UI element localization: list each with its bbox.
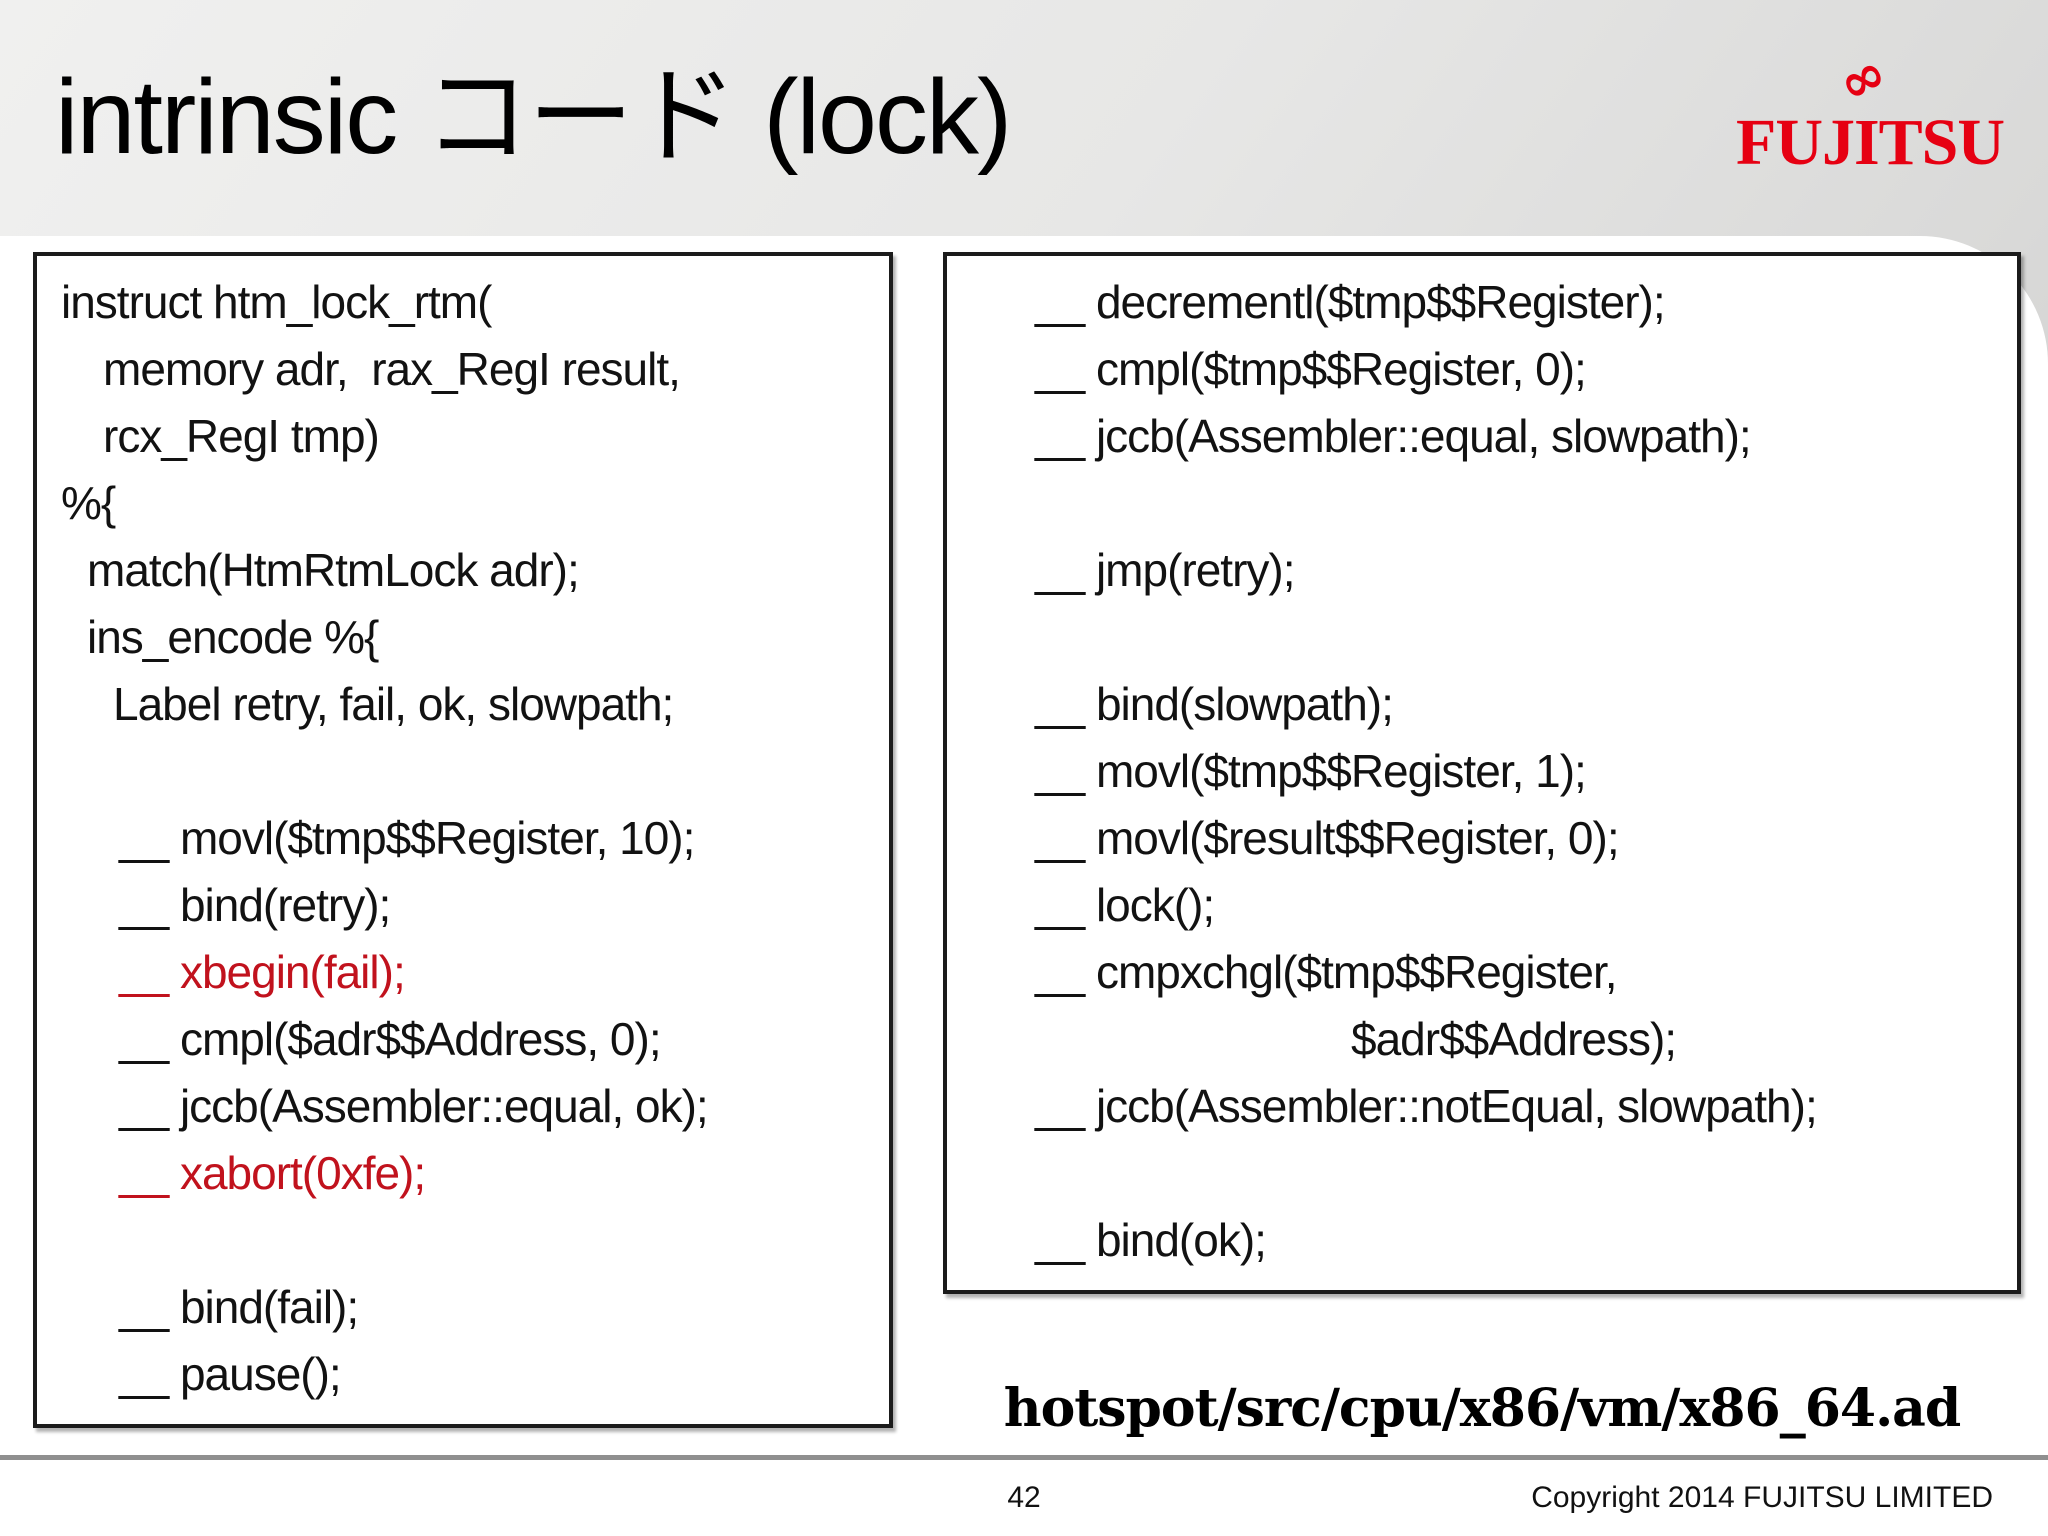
code-box-right: __ decrementl($tmp$$Register); __ cmpl($t… bbox=[943, 252, 2021, 1294]
code-line: __ cmpl($tmp$$Register, 0); bbox=[1035, 343, 1587, 395]
code-line: __ jccb(Assembler::equal, ok); bbox=[119, 1080, 709, 1132]
code-line: ins_encode %{ bbox=[87, 611, 379, 663]
code-line: $adr$$Address); bbox=[1351, 1013, 1677, 1065]
page-number: 42 bbox=[1007, 1481, 1041, 1514]
code-line: __ movl($tmp$$Register, 10); bbox=[119, 812, 695, 864]
fujitsu-infinity-icon: ∞ bbox=[1827, 40, 1897, 117]
page-title: intrinsic コード (lock) bbox=[55, 58, 1012, 176]
code-line: __ xbegin(fail); bbox=[119, 946, 406, 998]
code-line: match(HtmRtmLock adr); bbox=[87, 544, 580, 596]
code-line: rcx_RegI tmp) bbox=[103, 410, 380, 462]
code-line: __ xabort(0xfe); bbox=[119, 1147, 426, 1199]
code-box-left: instruct htm_lock_rtm(memory adr, rax_Re… bbox=[33, 252, 893, 1428]
code-line: __ bind(slowpath); bbox=[1035, 678, 1394, 730]
source-file-path: hotspot/src/cpu/x86/vm/x86_64.ad bbox=[1003, 1378, 1961, 1439]
code-line: instruct htm_lock_rtm( bbox=[61, 276, 492, 328]
code-line bbox=[947, 470, 2017, 537]
code-line: __ jccb(Assembler::equal, slowpath); bbox=[1035, 410, 1752, 462]
code-line: __ cmpxchgl($tmp$$Register, bbox=[1035, 946, 1618, 998]
code-line: __ lock(); bbox=[1035, 879, 1215, 931]
code-line: __ decrementl($tmp$$Register); bbox=[1035, 276, 1666, 328]
code-line: %{ bbox=[61, 477, 116, 529]
code-line: __ bind(ok); bbox=[1035, 1214, 1267, 1266]
fujitsu-logo-text: FUJITSU bbox=[1736, 106, 2005, 179]
code-line: __ movl($tmp$$Register, 1); bbox=[1035, 745, 1587, 797]
copyright-text: Copyright 2014 FUJITSU LIMITED bbox=[1531, 1481, 1993, 1514]
code-line bbox=[37, 1207, 889, 1274]
code-line: memory adr, rax_RegI result, bbox=[103, 343, 681, 395]
code-line: Label retry, fail, ok, slowpath; bbox=[113, 678, 674, 730]
code-line: __ cmpl($adr$$Address, 0); bbox=[119, 1013, 662, 1065]
code-line: __ jmp(retry); bbox=[1035, 544, 1295, 596]
fujitsu-logo: ∞ FUJITSU bbox=[1736, 40, 2005, 196]
code-line: __ jccb(Assembler::notEqual, slowpath); bbox=[1035, 1080, 1818, 1132]
code-line: __ pause(); bbox=[119, 1348, 342, 1400]
code-line bbox=[947, 1140, 2017, 1207]
footer-divider bbox=[0, 1455, 2048, 1460]
code-line bbox=[947, 604, 2017, 671]
code-line: __ bind(retry); bbox=[119, 879, 391, 931]
code-line bbox=[37, 738, 889, 805]
code-line: __ bind(fail); bbox=[119, 1281, 359, 1333]
code-line: __ movl($result$$Register, 0); bbox=[1035, 812, 1620, 864]
